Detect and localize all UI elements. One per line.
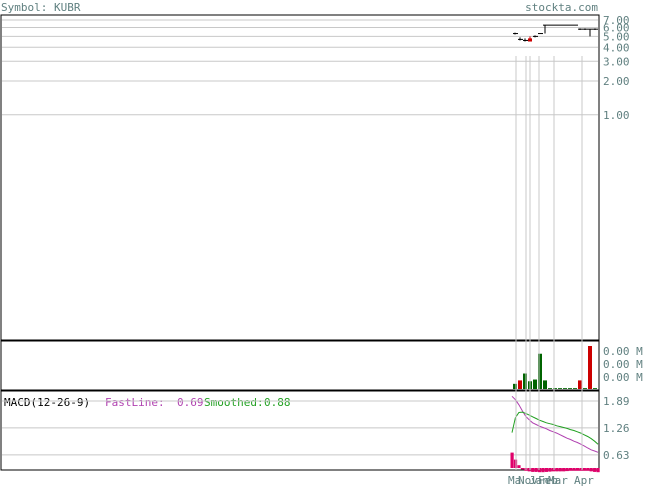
macd-fast-value: 0.69: [177, 396, 204, 409]
macd-histogram-bar: [568, 468, 573, 471]
macd-histogram-bar: [548, 468, 552, 472]
macd-histogram-bar: [586, 468, 590, 471]
macd-fast-label: FastLine:: [105, 396, 165, 409]
volume-tick-label: 0.00 M: [603, 345, 643, 358]
volume-bar: [563, 388, 567, 389]
macd-smooth-label: Smoothed:: [204, 396, 264, 409]
macd-histogram-bar: [538, 468, 542, 473]
macd-smooth-value: 0.88: [264, 396, 291, 409]
volume-bar: [513, 383, 517, 389]
macd-histogram-bar: [534, 468, 538, 472]
month-gridlines: [515, 56, 583, 470]
price-axis: 7.006.005.004.003.00 2.00 1.00: [603, 14, 630, 122]
macd-fast-line: [511, 395, 599, 453]
macd-tick-label: 1.26: [603, 422, 630, 435]
x-tick-label: Jan: [529, 474, 549, 486]
macd-grid: [2, 400, 598, 456]
site-name: stockta.com: [525, 1, 598, 14]
macd-histogram-bar: [541, 468, 545, 473]
symbol-label: Symbol: KUBR: [1, 1, 81, 14]
macd-histogram-bar: [575, 468, 580, 471]
volume-bar: [553, 388, 557, 389]
volume-bar: [558, 388, 562, 389]
volume-tick-label: 0.00 M: [603, 371, 643, 384]
price-series: [513, 24, 598, 42]
macd-histogram-bar: [544, 468, 549, 472]
volume-bar: [538, 353, 542, 389]
macd-histogram-bar: [520, 468, 525, 470]
macd-histogram-bar: [510, 452, 514, 468]
macd-histogram-bar: [565, 468, 569, 472]
macd-tick-label: 1.89: [603, 395, 630, 408]
price-tick-label: 1.00: [603, 109, 630, 122]
volume-bar: [568, 388, 572, 389]
macd-series: [510, 395, 600, 473]
price-tick-label: 3.00: [603, 55, 630, 68]
x-tick-label: Ma: [508, 474, 521, 486]
price-tick-label: 7.00: [603, 14, 630, 27]
macd-histogram-bar: [589, 468, 593, 472]
x-tick-label: Mar: [548, 474, 568, 486]
macd-histogram-bar: [531, 468, 535, 472]
price-panel: [0, 14, 600, 341]
volume-bar: [523, 373, 527, 389]
price-candle-body: [528, 38, 532, 42]
macd-histogram-bar: [558, 468, 562, 472]
price-tick-label: 4.00: [603, 41, 630, 54]
volume-bar: [543, 380, 547, 389]
volume-bar: [593, 388, 597, 389]
volume-tick-label: 0.00 M: [603, 358, 643, 371]
macd-histogram-bar: [582, 468, 586, 471]
volume-bar: [578, 380, 582, 389]
price-tick-label: 2.00: [603, 75, 630, 88]
volume-bar: [588, 346, 592, 389]
macd-title: MACD(12-26-9): [4, 396, 90, 409]
volume-bar: [533, 379, 537, 389]
macd-histogram-bar: [517, 465, 521, 468]
volume-bar: [548, 388, 552, 389]
macd-histogram-bar: [555, 468, 559, 472]
volume-axis: 0.00 M 0.00 M 0.00 M: [603, 345, 643, 384]
macd-tick-label: 0.63: [603, 449, 630, 462]
price-tick-label: 5.00: [603, 30, 630, 43]
price-grid: [2, 19, 598, 116]
x-tick-label: Nov: [518, 474, 538, 486]
macd-histogram-bar: [579, 468, 583, 471]
macd-histogram-bar: [527, 468, 531, 472]
macd-histogram-bar: [551, 468, 555, 472]
volume-bar: [518, 380, 522, 389]
macd-histogram-bar: [572, 468, 576, 471]
macd-histogram-bar: [562, 468, 566, 472]
macd-histogram-bar: [596, 468, 600, 473]
volume-bar: [583, 388, 587, 389]
x-tick-label: Feb: [538, 474, 558, 486]
macd-panel: [0, 390, 600, 471]
volume-bar: [573, 388, 577, 389]
x-tick-label: Apr: [574, 474, 594, 486]
macd-axis: 1.89 1.26 0.63: [603, 395, 630, 462]
price-tick-label: 6.00: [603, 22, 630, 35]
volume-panel: [0, 340, 600, 391]
macd-histogram-bar: [593, 468, 597, 472]
